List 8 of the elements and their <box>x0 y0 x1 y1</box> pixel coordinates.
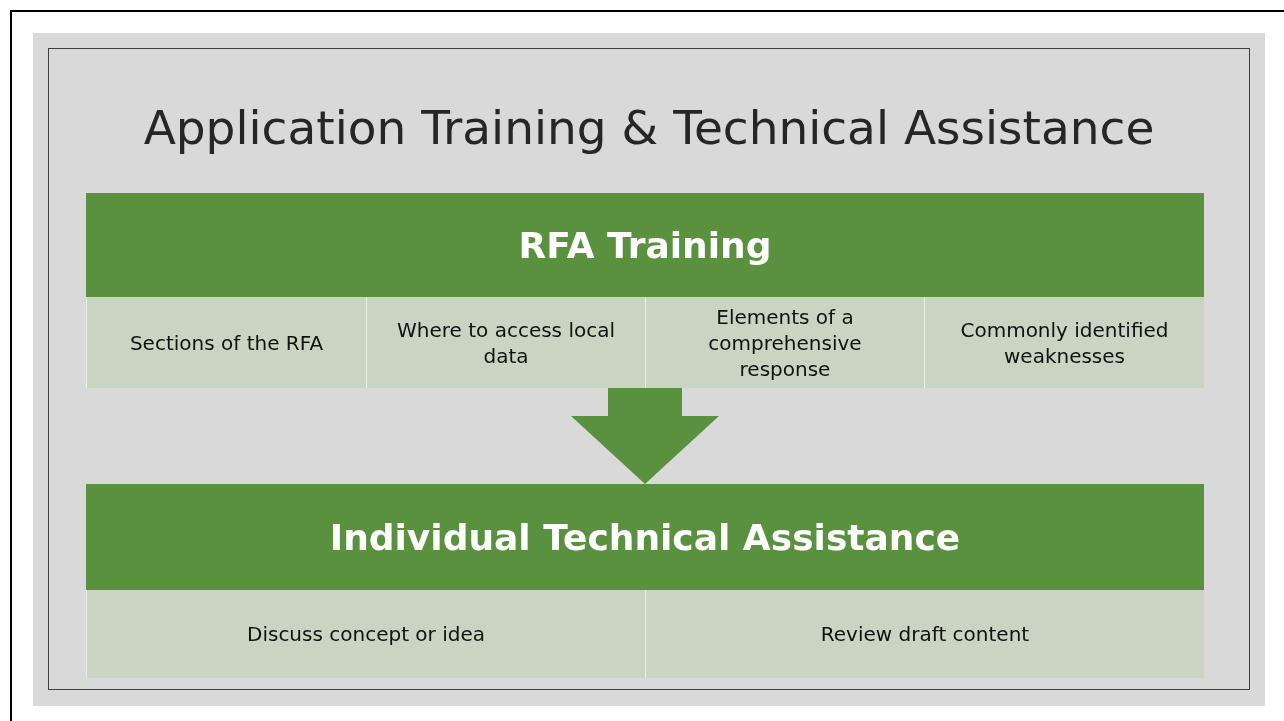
topic-cell: Review draft content <box>645 590 1204 678</box>
topic-cell: Elements of a comprehensive response <box>645 297 924 388</box>
topic-cell: Discuss concept or idea <box>86 590 645 678</box>
block-arrow <box>571 388 719 484</box>
topic-cell: Where to access local data <box>366 297 645 388</box>
topic-cell: Sections of the RFA <box>86 297 366 388</box>
topic-cell: Commonly identified weaknesses <box>924 297 1204 388</box>
title: Application Training & Technical Assistance <box>142 100 1156 155</box>
